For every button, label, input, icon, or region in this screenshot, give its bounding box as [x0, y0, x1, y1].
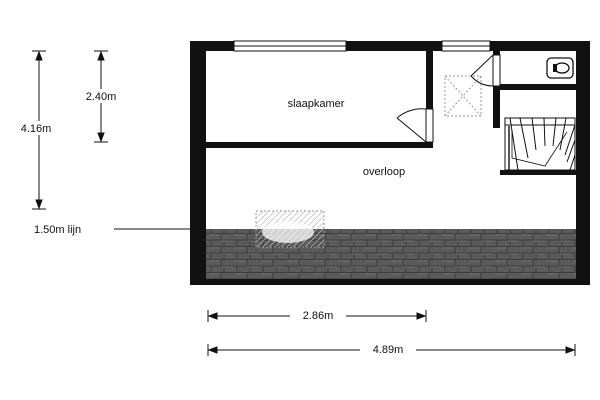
dimension-label-total-height: 4.16m	[21, 123, 52, 135]
dimension-label-ceiling-line: 1.50m lijn	[34, 224, 81, 236]
room-label-landing: overloop	[363, 166, 405, 178]
toilet-icon	[546, 57, 574, 79]
dimension-label-bedroom-width: 2.86m	[303, 310, 334, 322]
dimension-label-bedroom-depth: 2.40m	[86, 91, 117, 103]
dimension-label-total-width: 4.89m	[373, 344, 404, 356]
roof-window	[255, 210, 325, 248]
stairs-icon	[504, 117, 576, 172]
skylight-icon	[444, 75, 482, 117]
door-bedroom	[396, 108, 434, 143]
window-landing	[441, 40, 491, 52]
outer-walls	[190, 41, 590, 285]
door-toilet	[470, 54, 501, 87]
inner-walls	[206, 51, 576, 175]
window-bedroom	[233, 40, 347, 52]
room-label-bedroom: slaapkamer	[288, 98, 345, 110]
